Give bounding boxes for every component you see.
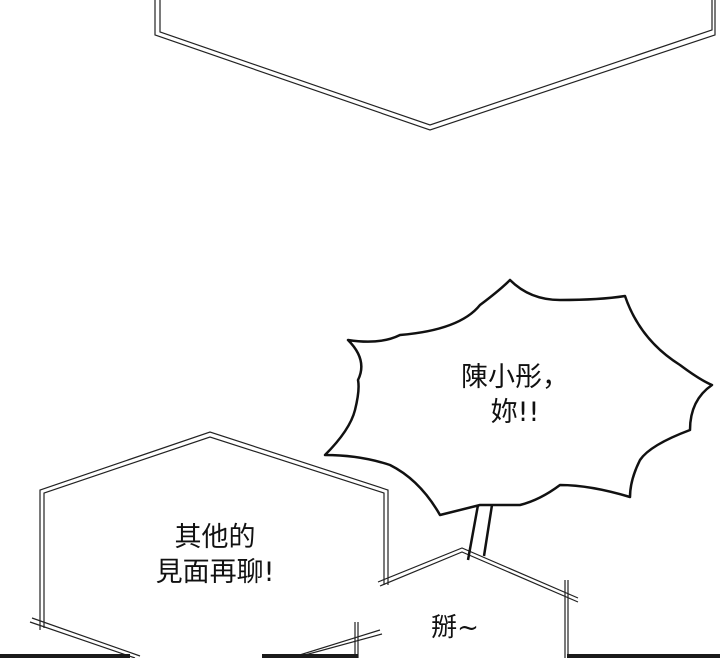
panel-border [262,654,358,658]
speech-burst [323,278,714,561]
left-balloon-dialogue: 其他的 見面再聊! [155,522,275,589]
small-hex-balloon [377,547,579,658]
top-hex-balloon [154,0,716,131]
small-balloon-dialogue: 掰~ [431,613,479,643]
panel-border [0,654,130,658]
panel-border [567,654,720,658]
burst-dialogue: 陳小彤， 妳!! [461,362,569,429]
